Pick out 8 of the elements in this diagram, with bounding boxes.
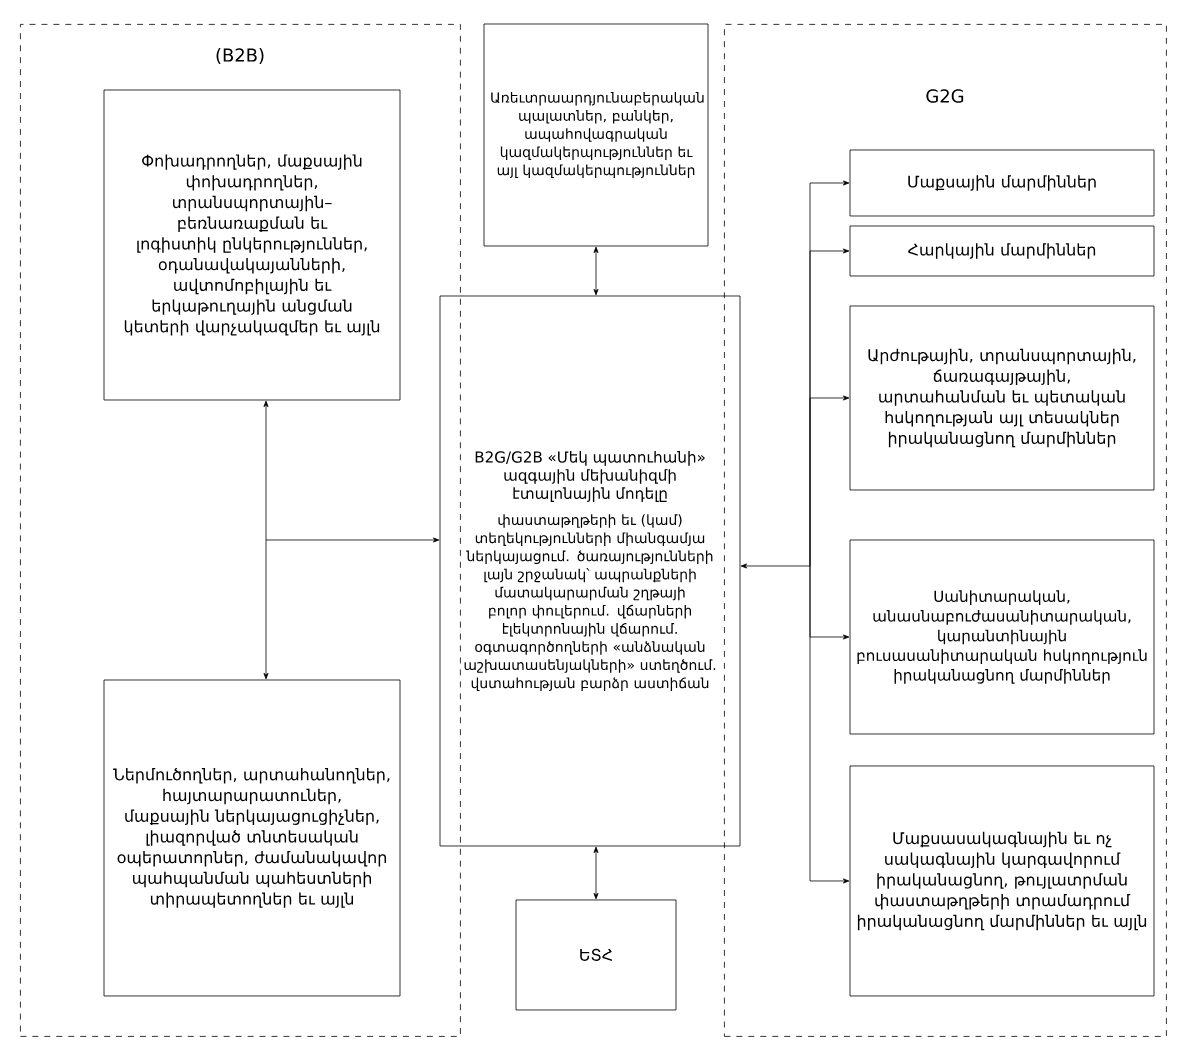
connector-arrow (809, 565, 850, 884)
connector-arrow (593, 846, 599, 900)
connector-line (740, 563, 811, 569)
connector-arrow (263, 539, 269, 680)
connector-arrow (593, 246, 599, 296)
connector-line (265, 537, 440, 543)
connector-arrow (263, 400, 269, 541)
connector-arrow (809, 395, 850, 567)
